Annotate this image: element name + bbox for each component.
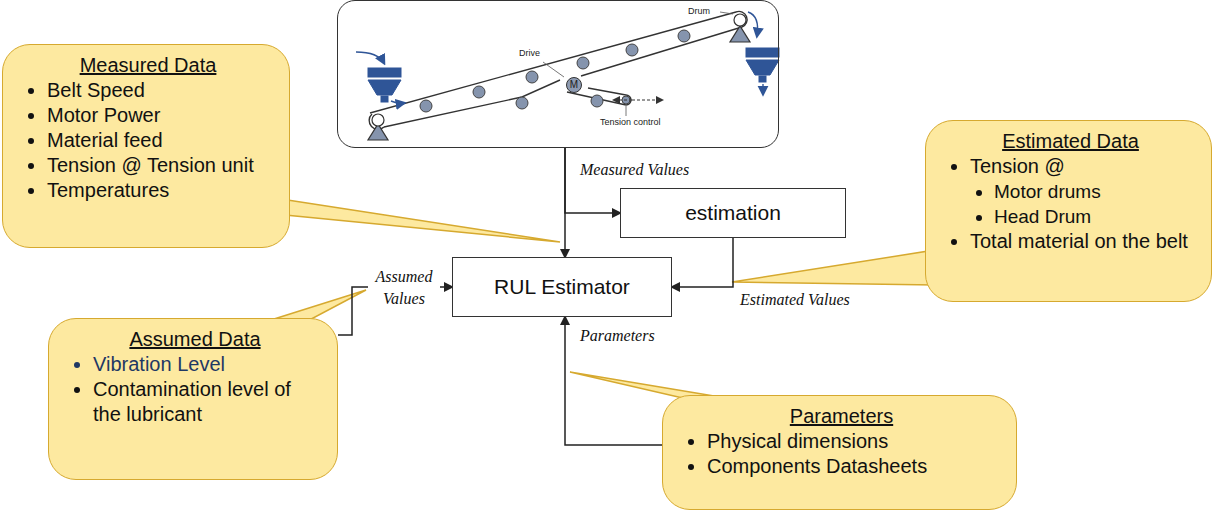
box-label: estimation [685,201,781,225]
bullet-item: Vibration Level [93,352,323,377]
callout-heading: Assumed Data [67,327,323,352]
bullet-item: Motor Power [47,103,275,128]
bullet-item: Contamination level of the lubricant [93,377,323,427]
hoppers [368,48,779,102]
box-label: M [570,80,578,90]
bullet-item: Head Drum [994,204,1197,229]
connector-arrow [672,238,733,287]
illustration-box: DrumDriveTension control M [337,0,779,148]
rollers [420,30,690,112]
drums [368,14,750,140]
motor-circle: M [566,77,582,93]
bullet-list: Physical dimensionsComponents Datasheets [681,429,1002,479]
connector-arrow [565,317,662,445]
edge-label: Measured Values [580,160,689,180]
connector-arrow [565,148,620,213]
part-label: Drum [688,6,710,16]
callout-heading: Parameters [681,404,1002,429]
conveyor [369,11,747,129]
callout-box: ParametersPhysical dimensionsComponents … [662,395,1017,510]
bullet-item: Material feed [47,128,275,153]
tension-arrow [614,100,662,101]
callout-box: Estimated DataTension @Motor drumsHead D… [925,120,1212,302]
edge-label: Parameters [580,326,655,346]
callout-heading: Estimated Data [944,129,1197,154]
callout-box: Assumed DataVibration LevelContamination… [48,318,338,480]
bullet-item: Motor drums [994,179,1197,204]
bullet-item: Total material on the belt [970,229,1197,254]
bullet-item: Tension @ [970,154,1197,179]
bullet-item: Temperatures [47,178,275,203]
bullet-item: Physical dimensions [707,429,1002,454]
bullet-item: Belt Speed [47,78,275,103]
bullet-list: Tension @Motor drumsHead DrumTotal mater… [944,154,1197,254]
edge-label: Estimated Values [740,290,850,310]
callout-box: Measured DataBelt SpeedMotor PowerMateri… [2,44,290,248]
leader-lines [543,12,733,116]
callout-heading: Measured Data [21,53,275,78]
part-label: Tension control [600,117,661,127]
bullet-list: Vibration LevelContamination level of th… [67,352,323,427]
bullet-list: Belt SpeedMotor PowerMaterial feedTensio… [21,78,275,203]
part-label: Drive [519,48,540,58]
process-box: RUL Estimator [452,257,672,317]
flow-arrows [356,12,763,103]
edge-label: Assumed Values [368,266,440,310]
box-label: RUL Estimator [494,275,630,299]
bullet-item: Components Datasheets [707,454,1002,479]
bullet-item: Tension @ Tension unit [47,153,275,178]
process-box: estimation [620,188,846,238]
